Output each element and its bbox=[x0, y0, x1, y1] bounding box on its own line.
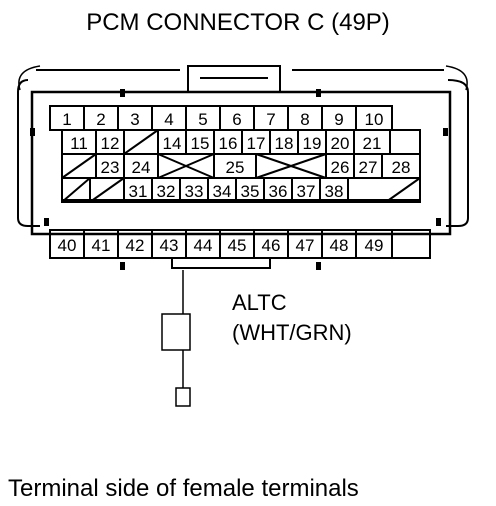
pin-label: 5 bbox=[198, 110, 207, 129]
probe-tip bbox=[175, 387, 191, 407]
pin-label: 3 bbox=[130, 110, 139, 129]
caption: Terminal side of female terminals bbox=[8, 475, 359, 502]
pin-label: 12 bbox=[101, 134, 120, 153]
wire-color-label: (WHT/GRN) bbox=[232, 320, 352, 345]
pin-label: 1 bbox=[62, 110, 71, 129]
pin-label: 35 bbox=[241, 182, 260, 201]
pin-label: 20 bbox=[331, 134, 350, 153]
pin-label: 24 bbox=[132, 158, 151, 177]
pin-label: 15 bbox=[191, 134, 210, 153]
pin-label: 10 bbox=[365, 110, 384, 129]
pin-label: 33 bbox=[185, 182, 204, 201]
pin-label: 25 bbox=[226, 158, 245, 177]
blocked-x-line bbox=[157, 153, 215, 179]
pin-label: 16 bbox=[219, 134, 238, 153]
pin-label: 23 bbox=[101, 158, 120, 177]
row-4: 31 32 33 34 35 36 37 38 bbox=[61, 177, 421, 203]
row-3: 23 24 25 26 27 28 bbox=[61, 153, 421, 179]
pin-label: 19 bbox=[303, 134, 322, 153]
pin-label: 47 bbox=[296, 236, 315, 255]
pin-label: 48 bbox=[330, 236, 349, 255]
pin-label: 2 bbox=[96, 110, 105, 129]
empty-cavity-slash bbox=[385, 177, 421, 203]
empty-cavity-slash bbox=[123, 129, 159, 155]
pin-label: 27 bbox=[359, 158, 378, 177]
pin-label: 18 bbox=[275, 134, 294, 153]
pin-label: 38 bbox=[325, 182, 344, 201]
empty-cavity-slash bbox=[61, 153, 97, 179]
pin-label: 37 bbox=[297, 182, 316, 201]
empty-cavity-slash bbox=[89, 177, 125, 203]
pin-label: 45 bbox=[228, 236, 247, 255]
row-5: 40 41 42 43 44 45 46 47 48 49 bbox=[49, 229, 393, 259]
pin-label: 11 bbox=[70, 134, 88, 153]
pin-label: 49 bbox=[365, 236, 384, 255]
pin-label: 21 bbox=[363, 134, 382, 153]
pin-label: 4 bbox=[164, 110, 173, 129]
pin-label: 40 bbox=[58, 236, 77, 255]
page-title: PCM CONNECTOR C (49P) bbox=[86, 9, 390, 36]
pin-label: 9 bbox=[334, 110, 343, 129]
housing-marks bbox=[30, 89, 448, 270]
pin-label: 32 bbox=[157, 182, 176, 201]
pin-label: 6 bbox=[232, 110, 241, 129]
pin-label: 41 bbox=[92, 236, 111, 255]
connector-shell bbox=[17, 65, 469, 269]
pin-label: 17 bbox=[247, 134, 266, 153]
probe-lead bbox=[161, 270, 191, 407]
pin-label: 34 bbox=[213, 182, 232, 201]
inner-housing bbox=[30, 90, 452, 236]
probe-body bbox=[161, 313, 191, 351]
pin-label: 42 bbox=[126, 236, 145, 255]
pin-label: 8 bbox=[300, 110, 309, 129]
empty-cavity-slash bbox=[61, 177, 91, 203]
pin-label: 44 bbox=[194, 236, 213, 255]
pin-label: 43 bbox=[160, 236, 179, 255]
pin-label: 31 bbox=[129, 182, 148, 201]
empty-cavity bbox=[347, 177, 421, 203]
blocked-x-line bbox=[255, 153, 327, 179]
pin-label: 36 bbox=[269, 182, 288, 201]
pin-label: 14 bbox=[163, 134, 182, 153]
pin-label: 46 bbox=[262, 236, 281, 255]
pin-label: 28 bbox=[392, 158, 411, 177]
pin-label: 26 bbox=[331, 158, 350, 177]
pin-label: 7 bbox=[266, 110, 275, 129]
pin-cell bbox=[355, 229, 393, 259]
row-1: 1 2 3 4 5 6 7 8 9 10 bbox=[49, 105, 393, 131]
row-2: 11 12 14 15 16 17 18 19 20 21 bbox=[61, 129, 391, 155]
signal-label: ALTC bbox=[232, 290, 287, 315]
